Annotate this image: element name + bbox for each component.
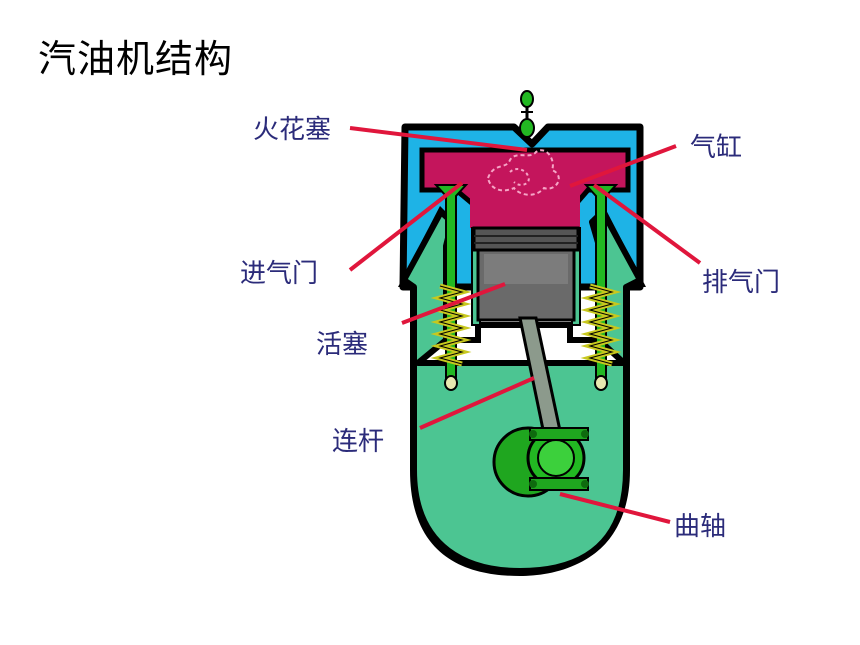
pointer-piston [401,282,506,325]
label-cylinder: 气缸 [690,133,742,163]
crankshaft [492,426,589,498]
page-title: 汽油机结构 [38,37,234,81]
label-connecting-rod: 连杆 [332,427,384,457]
piston [472,226,580,322]
label-spark-plug: 火花塞 [253,115,331,145]
label-intake-valve: 进气门 [240,259,318,289]
pointer-lines [348,126,702,524]
pointer-crankshaft [559,492,671,524]
pointer-spark-plug [349,126,528,152]
pointer-connecting-rod [419,376,535,430]
pointer-exhaust-valve [592,183,702,265]
label-crankshaft: 曲轴 [674,512,726,542]
label-piston: 活塞 [316,330,368,360]
label-exhaust-valve: 排气门 [702,268,780,298]
pointer-cylinder [569,144,677,188]
pointer-intake-valve [348,181,464,272]
spark-plug [519,90,535,140]
exhaust-valve [580,184,622,391]
